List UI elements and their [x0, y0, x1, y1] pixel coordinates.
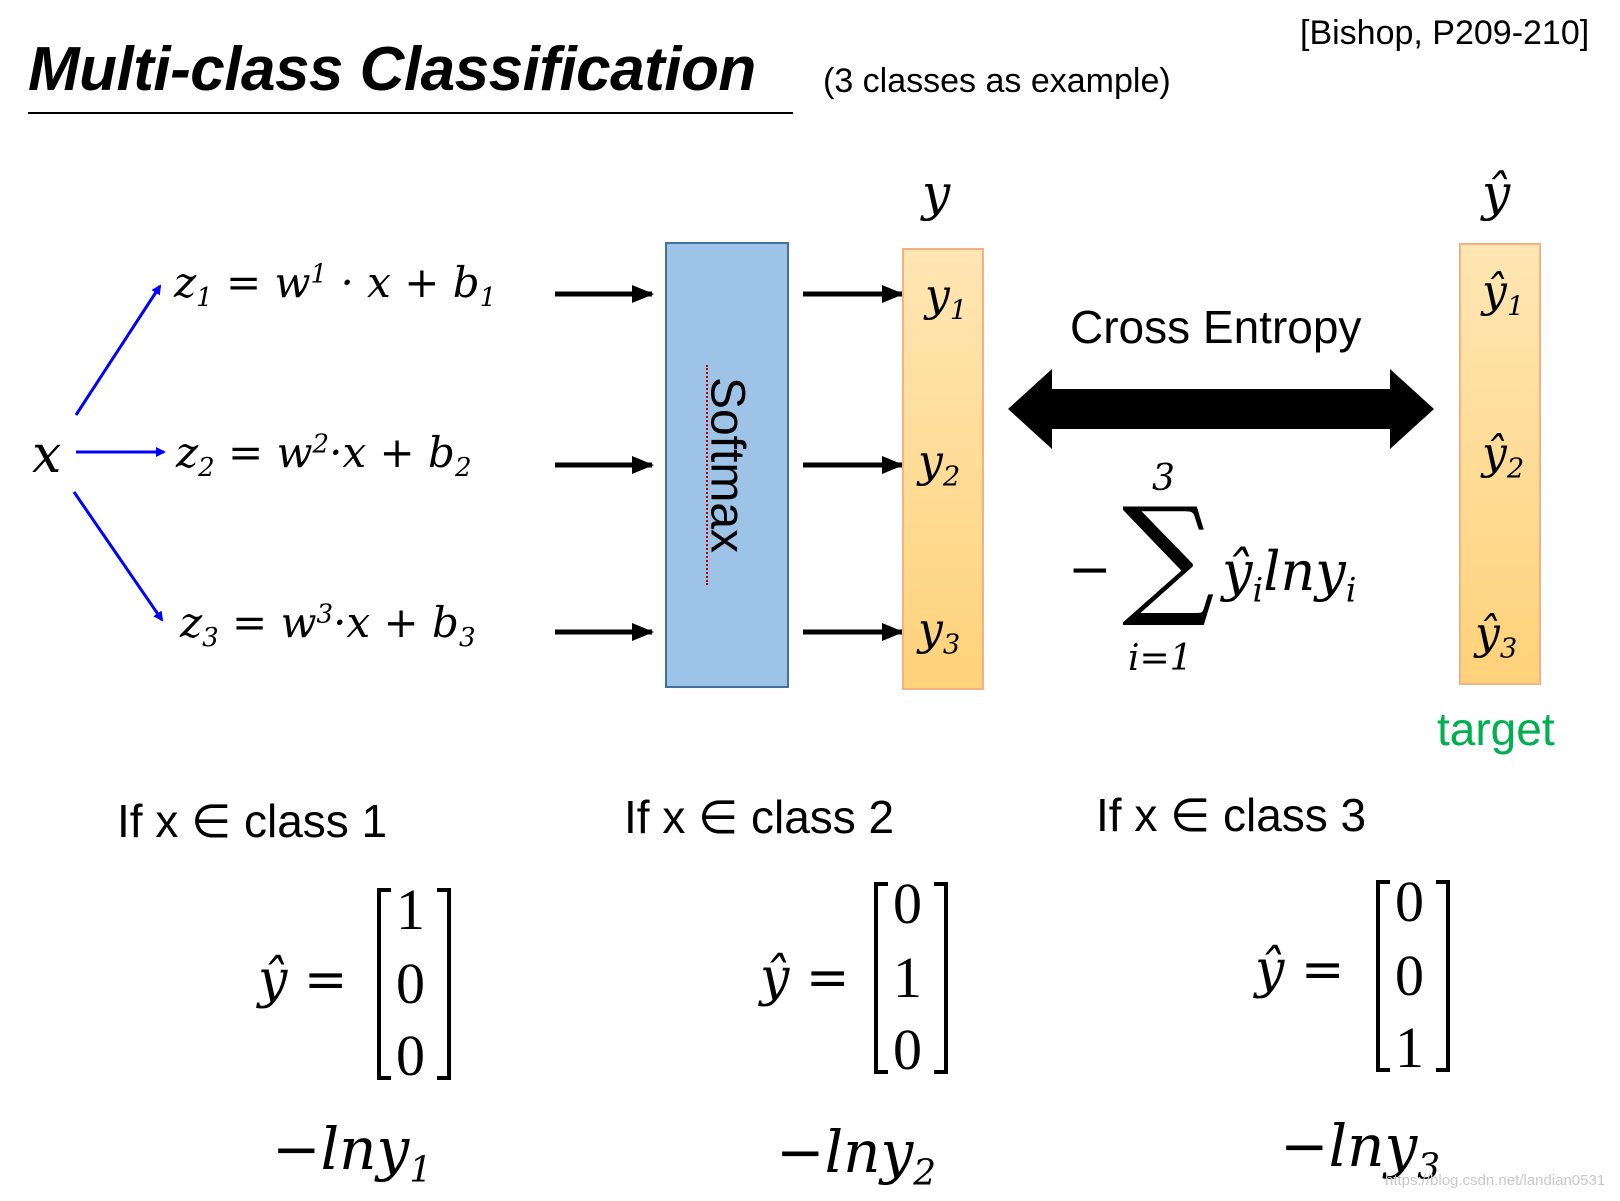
case-1-left-bracket	[377, 888, 391, 1080]
page-title: Multi-class Classification	[28, 35, 756, 104]
case-2-label: If x ∈ class 2	[624, 791, 895, 843]
cross-entropy-label: Cross Entropy	[1070, 301, 1362, 353]
case-2-entry-1: 0	[893, 871, 922, 936]
case-3-entry-2: 0	[1395, 943, 1424, 1008]
output-y-heading: y	[922, 164, 951, 222]
equation-z2: z2 = w2·x + b2	[176, 428, 472, 484]
input-arrow-3	[72, 491, 164, 622]
title-underline	[28, 112, 793, 114]
summation-body: ŷilnyi	[1222, 540, 1357, 610]
case-3-label: If x ∈ class 3	[1096, 789, 1367, 841]
case-1-entry-3: 0	[396, 1023, 425, 1088]
spellcheck-underline	[706, 365, 711, 585]
case-2-entry-3: 0	[893, 1017, 922, 1082]
summation-lower-bound: i=1	[1128, 638, 1193, 679]
case-3-entry-1: 0	[1395, 869, 1424, 934]
output-y-vector	[902, 248, 984, 690]
formula-minus: −	[1068, 540, 1112, 600]
reference-citation: [Bishop, P209-210]	[1300, 14, 1590, 52]
summation-sign: ∑	[1122, 479, 1215, 631]
case-1-label: If x ∈ class 1	[117, 795, 388, 847]
case-1-entry-1: 1	[396, 877, 425, 942]
equation-z1: z1 = w1 · x + b1	[174, 258, 497, 314]
input-arrow-1	[74, 284, 162, 416]
case-1-loss: −lny1	[272, 1115, 433, 1191]
case-1-right-bracket	[437, 888, 451, 1080]
case-2-loss: −lny2	[776, 1118, 937, 1194]
case-3-loss: −lny3	[1280, 1112, 1441, 1188]
output-y2: y2	[918, 436, 961, 493]
softmax-box	[665, 242, 789, 688]
case-2-right-bracket	[934, 882, 948, 1074]
softmax-label: Softmax	[700, 376, 754, 554]
target-yhat3: ŷ3	[1475, 608, 1518, 665]
target-yhat1: ŷ1	[1482, 266, 1525, 323]
case-2-lhs: ŷ =	[760, 948, 850, 1008]
case-2-entry-2: 1	[893, 945, 922, 1010]
summation-upper-bound: 3	[1152, 458, 1175, 499]
target-label: target	[1437, 703, 1555, 755]
target-yhat-heading: ŷ	[1482, 164, 1511, 222]
equation-z3: z3 = w3·x + b3	[180, 598, 476, 654]
case-3-entry-3: 1	[1395, 1015, 1424, 1080]
subtitle: (3 classes as example)	[823, 62, 1171, 100]
case-3-right-bracket	[1436, 880, 1450, 1072]
output-y3: y3	[918, 604, 961, 661]
input-x-label: x	[32, 425, 62, 485]
target-yhat-vector	[1459, 243, 1541, 685]
case-1-lhs: ŷ =	[258, 950, 348, 1010]
target-yhat2: ŷ2	[1482, 428, 1525, 485]
case-1-entry-2: 0	[396, 951, 425, 1016]
case-3-lhs: ŷ =	[1255, 940, 1345, 1000]
case-3-left-bracket	[1376, 880, 1390, 1072]
cross-entropy-double-arrow	[1008, 369, 1434, 449]
case-2-left-bracket	[874, 882, 888, 1074]
watermark: https://blog.csdn.net/landian0531	[1385, 1172, 1606, 1189]
output-y1: y1	[925, 270, 968, 327]
